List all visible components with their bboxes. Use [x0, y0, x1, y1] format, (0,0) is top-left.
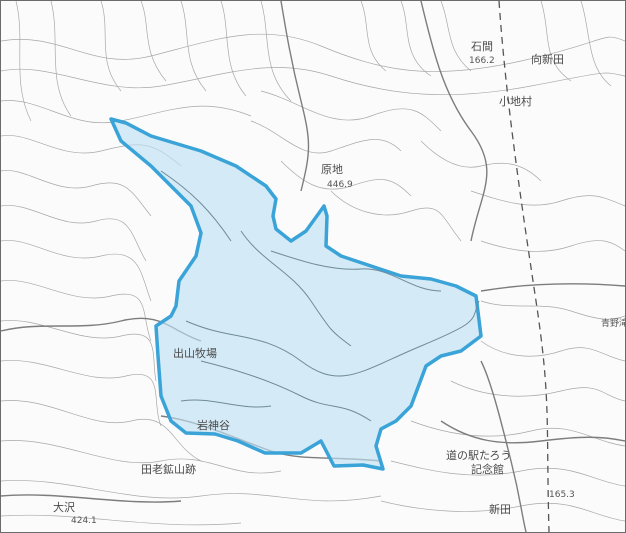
railway-line	[498, 1, 550, 532]
label-harashita: 原地	[321, 163, 343, 176]
label-elev-se: 165.3	[549, 490, 575, 500]
label-kodaira: 小地村	[499, 94, 532, 108]
watershed-streams	[160, 170, 480, 422]
label-ishimaki: 石間	[471, 40, 493, 53]
label-elev-ishimaki: 166.2	[469, 56, 495, 66]
label-mountain: 田老鉱山跡	[141, 462, 196, 476]
label-kamishinden: 向新田	[531, 52, 564, 66]
label-sato: 道の駅たろう	[446, 448, 511, 462]
label-ruins: 青野滝	[601, 317, 625, 329]
label-shinden: 新田	[489, 502, 511, 516]
label-gate: 記念館	[471, 462, 504, 476]
label-sw-place: 大沢	[53, 500, 75, 514]
label-ranch: 出山牧場	[173, 346, 217, 360]
label-jinja: 岩神谷	[197, 418, 230, 432]
label-elev-sw: 424.1	[71, 516, 97, 526]
label-elev-harashita: 446.9	[327, 180, 353, 190]
